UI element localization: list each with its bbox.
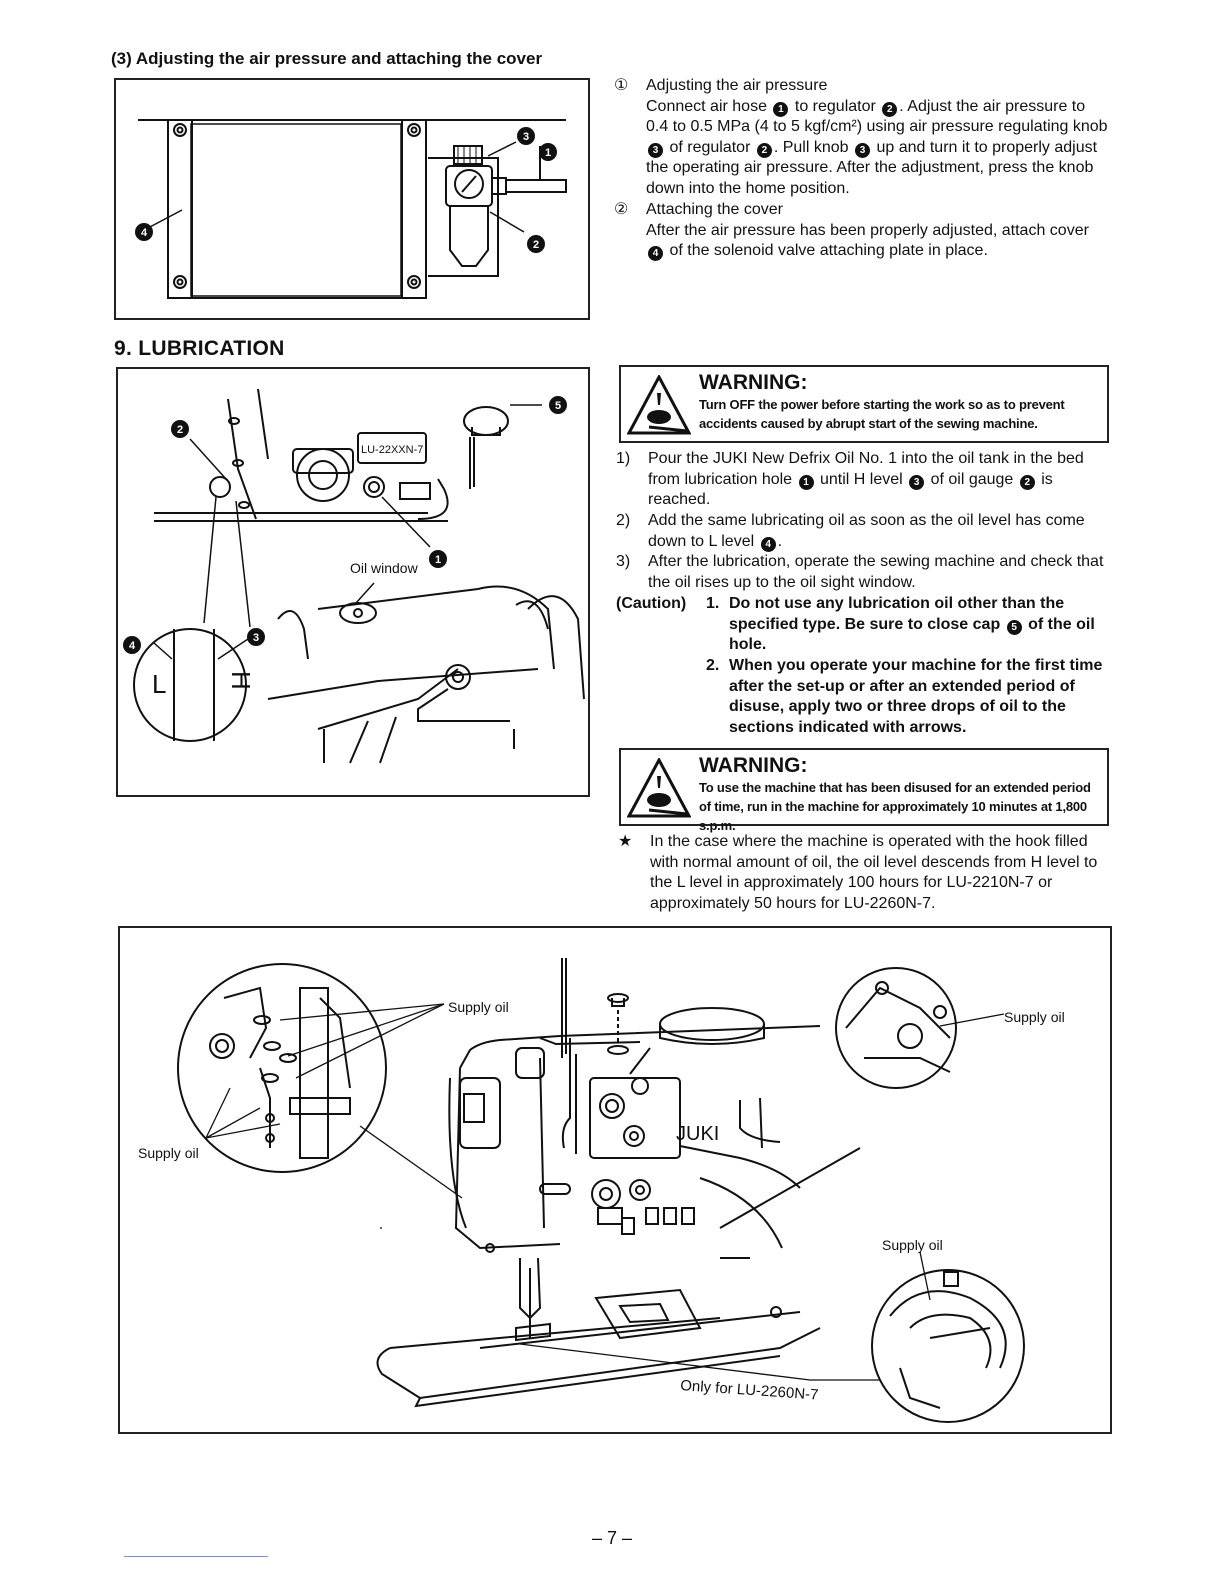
- warning-title: WARNING:: [699, 754, 808, 777]
- warning-box-power: WARNING: Turn OFF the power before start…: [619, 365, 1109, 443]
- callout-5: [549, 396, 567, 414]
- model-plate-label: LU-22XXN-7: [361, 444, 423, 456]
- lubrication-steps: 1) Pour the JUKI New Defrix Oil No. 1 in…: [616, 449, 1112, 593]
- caution-text: When you operate your machine for the fi…: [729, 657, 1103, 736]
- callout-4: 4: [648, 246, 663, 261]
- lubrication-figure: 2 5 1 4 3 LU-22XXN-7 Oil window L H: [116, 367, 590, 797]
- only-for-label: Only for LU-2260N-7: [680, 1377, 819, 1404]
- step-text: After the lubrication, operate the sewin…: [648, 553, 1104, 591]
- page-number: – 7 –: [591, 1528, 633, 1548]
- level-low-label: L: [152, 669, 166, 699]
- section-9-heading: 9. LUBRICATION: [114, 337, 285, 360]
- svg-text:2: 2: [533, 239, 539, 251]
- section-3-heading: (3) Adjusting the air pressure and attac…: [111, 49, 543, 68]
- svg-text:4: 4: [129, 640, 136, 652]
- svg-text:2: 2: [177, 424, 183, 436]
- callout-3: 3: [909, 474, 925, 490]
- callout-3: [517, 127, 535, 145]
- step-number: 2): [616, 512, 631, 529]
- callout-3: 3: [855, 142, 871, 158]
- callout-2: 2: [756, 142, 772, 158]
- warning-title: WARNING:: [699, 371, 808, 394]
- callout-2: [171, 420, 189, 438]
- star-icon: ★: [618, 833, 633, 850]
- warning-body: Turn OFF the power before starting the w…: [699, 397, 1065, 431]
- callout-2: [527, 235, 545, 253]
- step-1-text: Connect air hose 1 to regulator 2. Adjus…: [646, 97, 1108, 197]
- caution-number: 2.: [706, 657, 720, 674]
- callout-3: [247, 628, 265, 646]
- callout-4: [135, 223, 153, 241]
- step-number: 1): [616, 450, 631, 467]
- caution-number: 1.: [706, 595, 720, 612]
- step-text: Pour the JUKI New Defrix Oil No. 1 into …: [648, 450, 1084, 508]
- warning-box-run-in: WARNING: To use the machine that has bee…: [619, 748, 1109, 833]
- section-3-instructions: ① Adjusting the air pressure Connect air…: [614, 76, 1110, 262]
- sewing-machine-illustration: Supply oil Supply oil Supply oil Supply …: [138, 958, 1065, 1423]
- supply-oil-label: Supply oil: [448, 999, 509, 1015]
- callout-4: [123, 636, 141, 654]
- callout-2: 2: [882, 101, 898, 117]
- callout-1: [429, 550, 447, 568]
- supply-oil-label: Supply oil: [138, 1145, 199, 1161]
- svg-text:3: 3: [253, 632, 259, 644]
- step-text: Add the same lubricating oil as soon as …: [648, 512, 1085, 552]
- warning-body: To use the machine that has been disused…: [699, 780, 1091, 833]
- svg-text:3: 3: [523, 131, 529, 143]
- supply-oil-label: Supply oil: [882, 1237, 943, 1253]
- note-text: In the case where the machine is operate…: [650, 833, 1098, 912]
- footer-rule: [124, 1556, 268, 1557]
- oil-window-label: Oil window: [350, 560, 419, 576]
- svg-text:1: 1: [435, 554, 441, 566]
- warning-hand-icon: [627, 758, 691, 818]
- callout-1: 1: [798, 474, 814, 490]
- callout-4: 4: [760, 536, 776, 552]
- supply-oil-label: Supply oil: [1004, 1009, 1065, 1025]
- callout-3: 3: [648, 142, 663, 158]
- warning-hand-icon: [627, 375, 691, 435]
- step-2-marker: ②: [614, 201, 629, 218]
- callout-1: [539, 143, 557, 161]
- step-number: 3): [616, 553, 631, 570]
- oil-supply-points-figure: Supply oil Supply oil Supply oil Supply …: [118, 926, 1112, 1434]
- svg-text:5: 5: [555, 400, 561, 412]
- step-1-title: Adjusting the air pressure: [646, 77, 828, 94]
- step-2-title: Attaching the cover: [646, 201, 783, 218]
- brand-logo-label: JUKI: [676, 1123, 719, 1145]
- callout-5: 5: [1006, 619, 1022, 635]
- svg-text:1: 1: [545, 147, 551, 159]
- lubrication-illustration: 2 5 1 4 3 LU-22XXN-7 Oil window L H: [123, 388, 585, 764]
- callout-2: 2: [1019, 474, 1035, 490]
- air-regulator-figure: 3 1 2 4: [114, 78, 590, 320]
- caution-text: Do not use any lubrication oil other tha…: [729, 595, 1095, 653]
- air-regulator-illustration: 3 1 2 4: [135, 119, 567, 299]
- callout-1: 1: [773, 101, 789, 117]
- caution-label: (Caution): [616, 595, 687, 612]
- level-high-label: H: [226, 671, 256, 690]
- step-1-marker: ①: [614, 77, 629, 94]
- svg-text:4: 4: [141, 227, 148, 239]
- step-2-text: After the air pressure has been properly…: [646, 221, 1089, 261]
